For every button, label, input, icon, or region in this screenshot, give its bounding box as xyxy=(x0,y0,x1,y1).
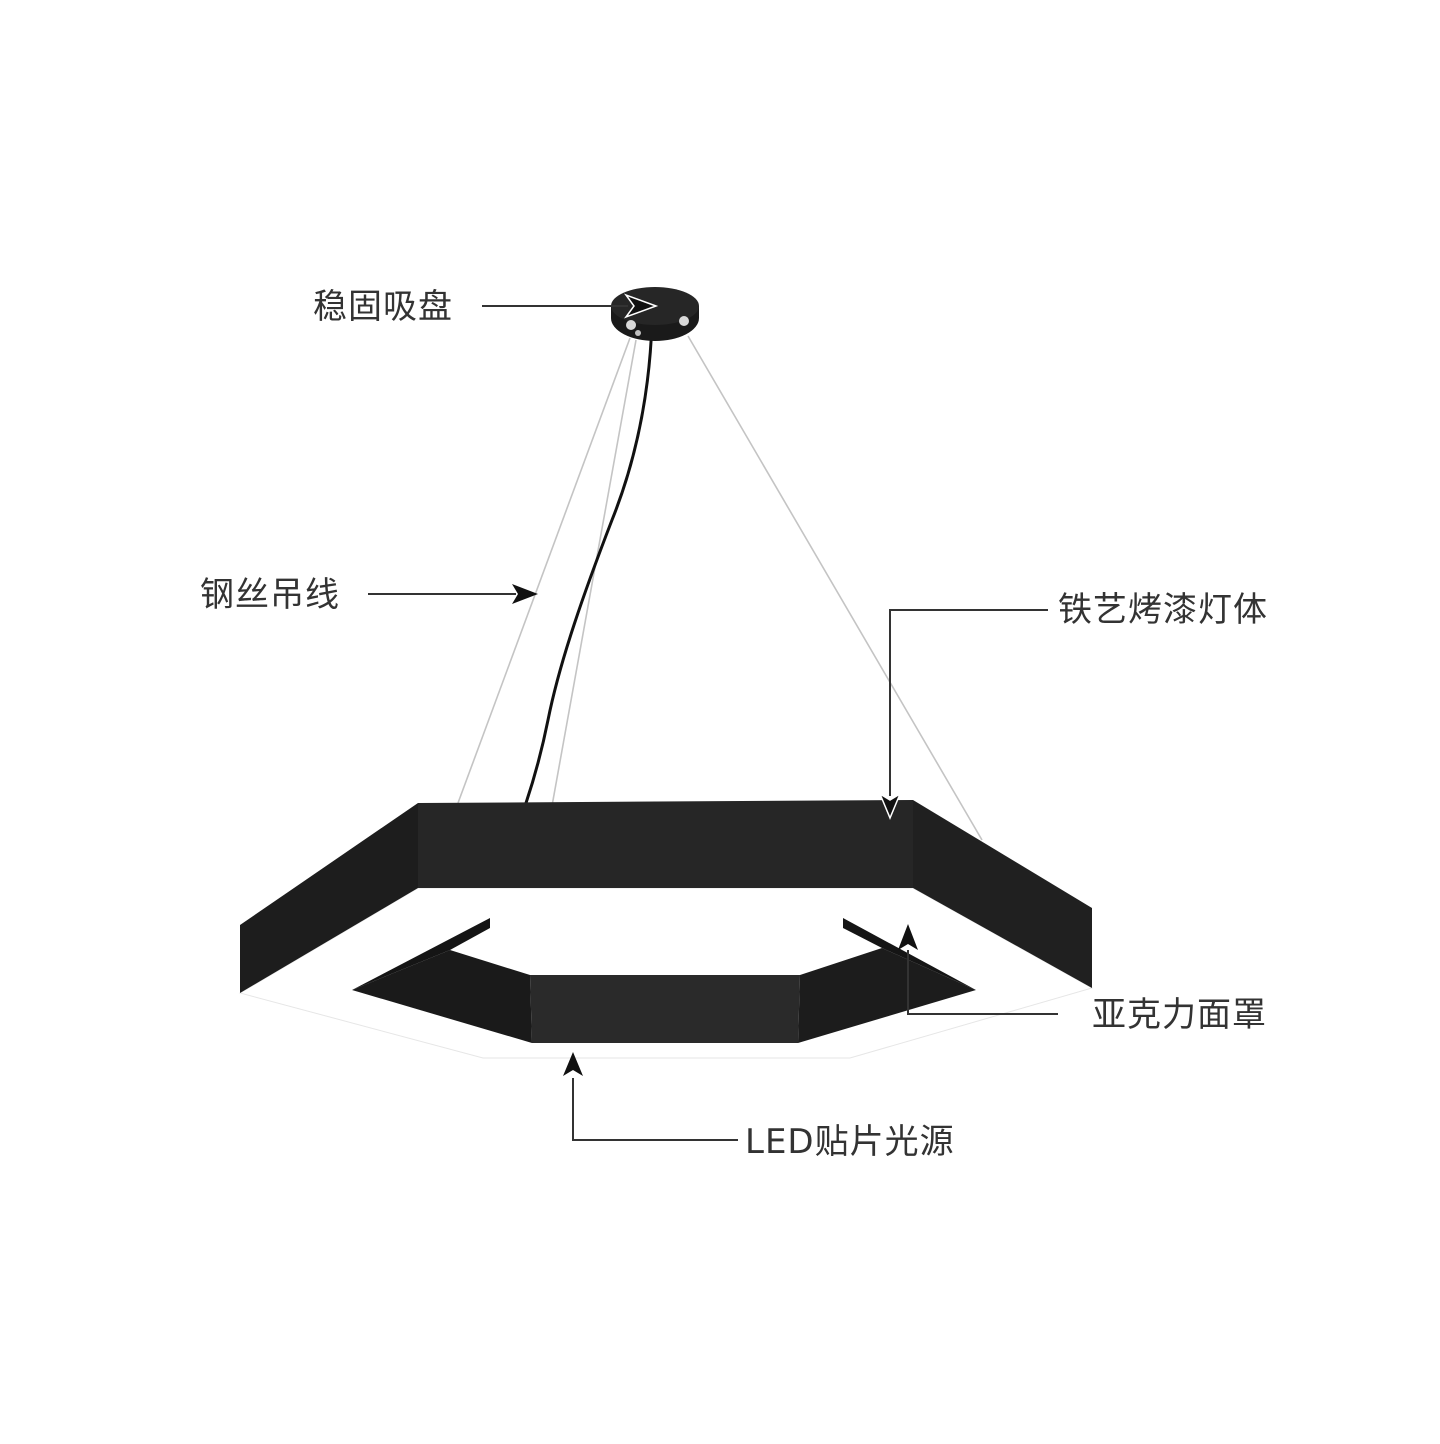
arrow-body-icon xyxy=(878,792,902,820)
arrow-base-icon xyxy=(623,293,659,319)
callout-line-cover xyxy=(907,950,1058,1015)
label-steel-wire: 钢丝吊线 xyxy=(200,575,340,615)
label-ceiling-base: 稳固吸盘 xyxy=(313,287,453,327)
inner-back-left xyxy=(352,918,490,990)
inner-left-panel xyxy=(352,950,532,1043)
label-lamp-body: 铁艺烤漆灯体 xyxy=(1058,590,1268,630)
ceiling-canopy xyxy=(611,287,699,341)
inner-right-panel xyxy=(798,948,976,1043)
steel-wire-left xyxy=(457,337,631,804)
canopy-screw-right xyxy=(679,316,689,326)
outer-right-panel xyxy=(913,800,1092,988)
canopy-screw-left xyxy=(626,320,636,330)
power-cable xyxy=(524,321,654,804)
callout-line-led xyxy=(572,1078,738,1141)
canopy-screw-mid xyxy=(635,330,641,336)
arrow-wire-icon xyxy=(512,584,538,604)
outer-front-panel xyxy=(418,800,913,888)
steel-wire-right xyxy=(687,335,983,841)
outer-left-panel xyxy=(240,803,418,993)
label-led-source: LED贴片光源 xyxy=(745,1122,955,1162)
arrow-led-icon xyxy=(563,1052,583,1076)
hexagon-lamp-body xyxy=(238,800,1094,1059)
inner-front-panel xyxy=(530,975,800,1043)
label-acrylic-cover: 亚克力面罩 xyxy=(1092,995,1267,1035)
callout-line-body xyxy=(889,609,1048,796)
callouts xyxy=(368,293,1058,1141)
arrow-cover-icon xyxy=(898,924,918,950)
inner-back-right xyxy=(843,918,976,990)
